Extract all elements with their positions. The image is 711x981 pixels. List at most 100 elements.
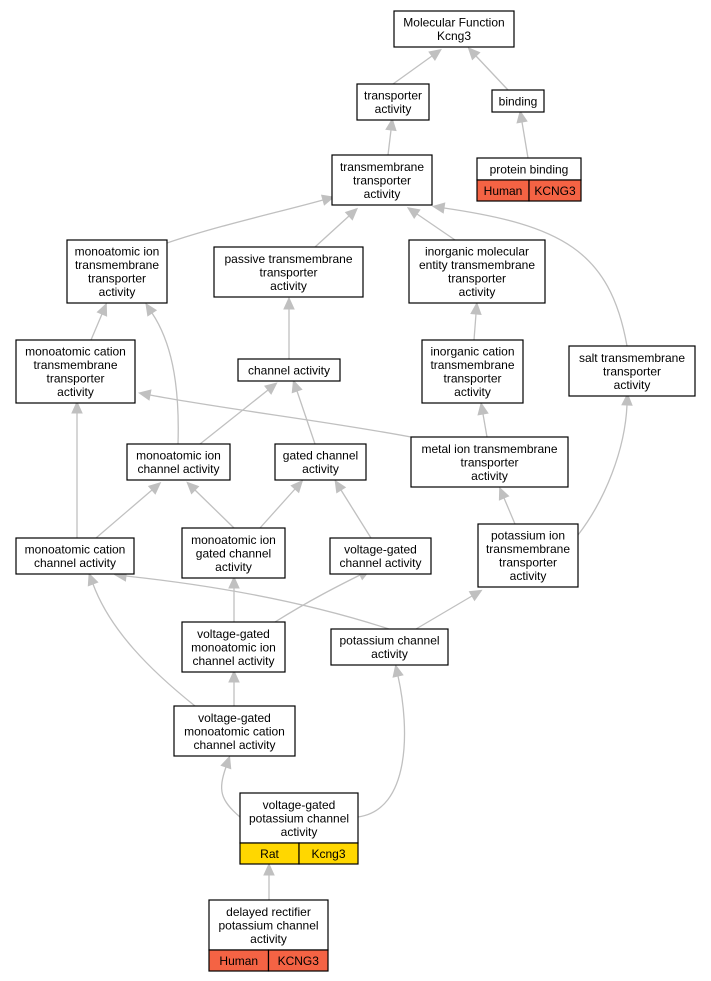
species-label: Rat (260, 847, 279, 861)
node-label-line: channel activity (34, 556, 116, 570)
go-term-node-inorganic-cation[interactable]: inorganic cationtransmembranetransporter… (421, 339, 524, 404)
go-term-node-binding[interactable]: binding (491, 89, 545, 113)
node-label-line: salt transmembrane (579, 351, 685, 365)
node-label-line: Kcng3 (437, 29, 471, 43)
node-box (331, 154, 433, 206)
arrowhead (470, 301, 482, 315)
edge-ion-tm-transporter-to-tm-transporter (166, 194, 335, 244)
arrowhead (283, 296, 295, 310)
arrowhead (145, 302, 158, 317)
arrowhead (516, 109, 528, 124)
node-box (181, 621, 286, 673)
arrowhead (220, 755, 232, 770)
edge-delayed-rectifier-to-vg-k-channel (263, 862, 275, 900)
species-label: Human (484, 184, 523, 198)
arrowhead (406, 207, 421, 220)
edge-tm-transporter-to-transporter (385, 117, 397, 156)
node-label-line: monoatomic cation (184, 724, 285, 738)
edges-layer (71, 47, 633, 900)
edge-vg-ion-channel-to-vg-channel (274, 569, 371, 623)
node-label-line: monoatomic ion (191, 640, 276, 654)
node-label-line: activity (459, 285, 496, 299)
node-label-line: transmembrane (340, 160, 424, 174)
arrowhead (228, 669, 240, 683)
arrowhead (621, 392, 633, 406)
node-label-line: activity (614, 378, 651, 392)
node-box (421, 339, 524, 404)
edge-vg-cation-channel-to-vg-ion-channel (228, 669, 240, 706)
edge-k-channel-to-k-ion-tm (415, 589, 483, 630)
edge-k-ion-tm-to-salt-tm (577, 392, 633, 536)
go-term-node-k-ion-tm[interactable]: potassium iontransmembranetransporteract… (477, 523, 579, 588)
edge-line (95, 489, 153, 539)
arrowhead (428, 48, 442, 61)
node-label-line: transmembrane (486, 542, 570, 556)
node-label-line: entity transmembrane (419, 258, 535, 272)
nodes-layer: Molecular FunctionKcng3transporteractivi… (15, 10, 696, 972)
edge-line (577, 404, 628, 536)
edge-line (149, 394, 412, 438)
edge-cation-tm-to-ion-tm-transporter (90, 302, 108, 341)
node-label-line: metal ion transmembrane (421, 442, 557, 456)
node-label-line: transmembrane (75, 258, 159, 272)
node-label-line: passive transmembrane (224, 252, 352, 266)
edge-k-ion-tm-to-metal-ion (498, 486, 516, 525)
node-label-line: binding (499, 94, 538, 108)
node-label-line: channel activity (137, 462, 219, 476)
edge-salt-tm-to-tm-transporter (431, 202, 628, 347)
arrowhead (186, 481, 200, 495)
arrowhead (467, 47, 481, 61)
node-label-line: activity (375, 102, 412, 116)
node-box (239, 792, 359, 844)
node-label-line: protein binding (490, 162, 569, 176)
node-label-line: potassium channel (249, 811, 349, 825)
arrowhead (344, 207, 359, 221)
edge-channel-to-passive-tm (283, 296, 295, 359)
node-label-line: channel activity (192, 654, 274, 668)
node-label-line: gated channel (283, 449, 358, 463)
arrowhead (498, 486, 510, 501)
node-label-line: activity (302, 462, 339, 476)
go-term-node-metal-ion[interactable]: metal ion transmembranetransporteractivi… (410, 436, 569, 488)
edge-line (194, 489, 235, 529)
node-label-line: delayed rectifier (226, 905, 311, 919)
edge-line (387, 129, 392, 156)
node-label-line: monoatomic ion (136, 449, 221, 463)
node-label-line: transmembrane (33, 358, 117, 372)
edge-ion-channel-to-channel (199, 382, 278, 445)
node-label-line: monoatomic ion (191, 533, 276, 547)
node-label-line: transporter (88, 272, 146, 286)
arrowhead (147, 482, 162, 495)
go-term-node-channel[interactable]: channel activity (237, 358, 341, 382)
go-term-node-ion-tm-transporter[interactable]: monoatomic iontransmembranetransporterac… (66, 239, 168, 304)
node-label-line: activity (510, 569, 547, 583)
node-label-line: transporter (259, 265, 317, 279)
arrowhead (228, 575, 240, 589)
node-label-line: transporter (460, 455, 518, 469)
edge-line (199, 389, 269, 445)
go-term-node-cation-tm[interactable]: monoatomic cationtransmembranetransporte… (15, 339, 136, 404)
node-label-line: monoatomic cation (25, 345, 126, 359)
node-label-line: potassium ion (491, 529, 565, 543)
node-label-line: activity (99, 285, 136, 299)
arrowhead (96, 302, 108, 317)
arrowhead (137, 389, 152, 401)
edge-metal-ion-to-inorganic-cation (477, 401, 489, 438)
